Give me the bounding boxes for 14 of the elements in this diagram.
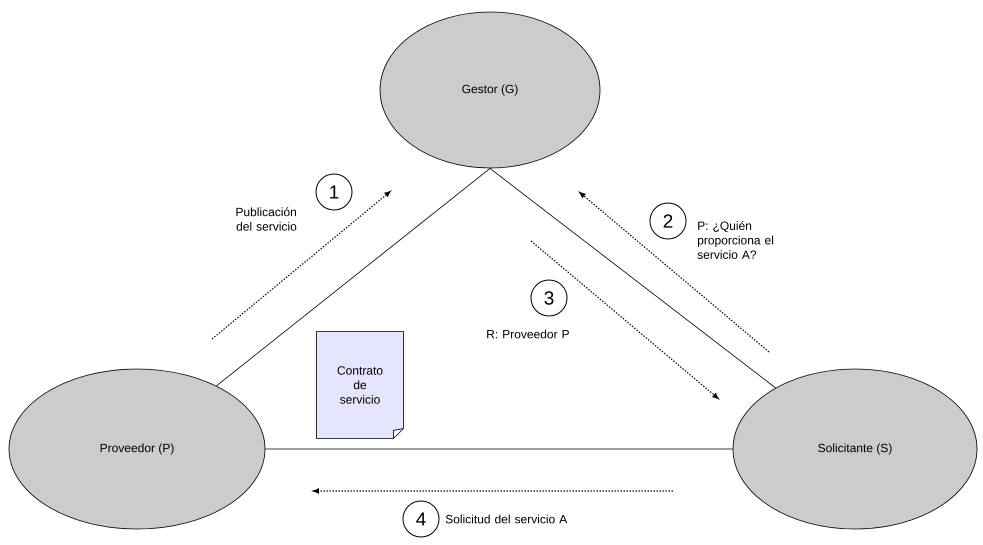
ellipse-node: Gestor (G)	[380, 12, 600, 168]
ellipse-node: Proveedor (P)	[8, 368, 266, 530]
step-number: 4	[402, 500, 440, 538]
step-number: 2	[650, 202, 686, 240]
step-caption: Solicitud del servicio A	[446, 514, 568, 524]
step-number: 3	[530, 280, 568, 316]
connector-line	[216, 168, 490, 386]
connector-line	[265, 448, 733, 450]
connector-line	[490, 168, 776, 388]
step-caption: Publicación del servicio	[236, 207, 296, 231]
step-number: 1	[316, 174, 352, 210]
step-caption: R: Proveedor P	[487, 330, 569, 338]
ellipse-node: Solicitante (S)	[732, 368, 978, 530]
step-caption: P: ¿Quién proporciona el servicio A?	[698, 221, 774, 259]
